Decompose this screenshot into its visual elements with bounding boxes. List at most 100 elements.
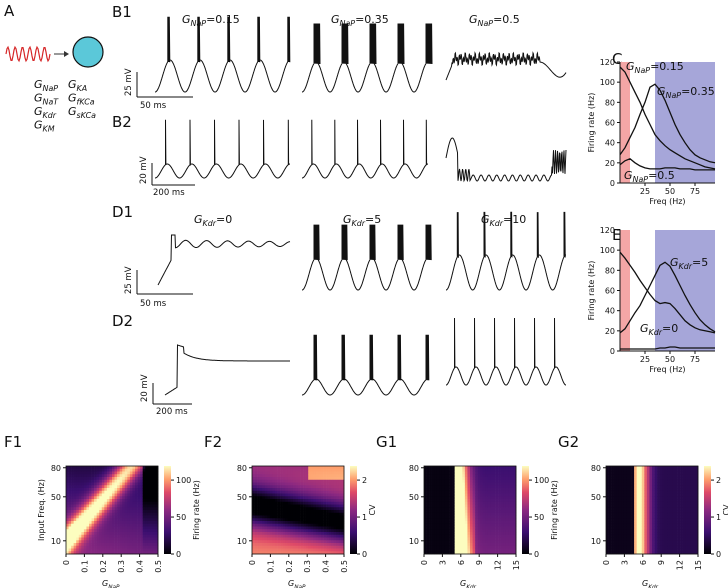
heat-cell: [692, 548, 696, 552]
heat-cell: [91, 479, 95, 483]
heat-cell: [76, 499, 80, 503]
heat-cell: [132, 501, 136, 505]
heat-cell: [462, 490, 466, 494]
heat-cell: [626, 548, 630, 552]
heat-cell: [71, 504, 74, 508]
heat-cell: [91, 501, 95, 505]
heat-cell: [510, 474, 514, 478]
heat-cell: [498, 526, 501, 530]
heat-cell: [150, 512, 154, 516]
heat-cell: [96, 507, 100, 511]
heat-cell: [692, 488, 696, 492]
heat-cell: [282, 521, 286, 525]
heat-cell: [695, 510, 699, 514]
heat-cell: [611, 540, 614, 544]
heat-cell: [621, 490, 625, 494]
heat-cell: [129, 479, 133, 483]
heat-cell: [124, 518, 128, 522]
heat-cell: [109, 499, 113, 503]
heat-cell: [662, 512, 666, 516]
heat-cell: [690, 529, 694, 533]
heat-cell: [89, 482, 92, 486]
heat-cell: [472, 496, 476, 500]
heat-cell: [140, 479, 143, 483]
heat-cell: [646, 543, 650, 547]
heat-cell: [83, 482, 87, 486]
heat-cell: [667, 490, 671, 494]
conductance-kdr: GKdr: [34, 105, 57, 120]
heat-cell: [447, 479, 450, 483]
heat-cell: [654, 518, 658, 522]
heat-cell: [439, 537, 443, 541]
heat-cell: [608, 532, 612, 536]
heat-cell: [449, 501, 453, 505]
heat-cell: [426, 504, 430, 508]
heat-cell: [140, 543, 143, 547]
heat-cell: [482, 501, 486, 505]
heat-cell: [142, 471, 146, 475]
heat-cell: [142, 493, 146, 497]
heat-cell: [677, 515, 681, 519]
d1-title-1-var: G: [194, 213, 203, 226]
heat-cell: [649, 518, 653, 522]
heat-cell: [326, 507, 329, 511]
heat-cell: [292, 537, 296, 541]
heat-cell: [629, 534, 632, 538]
heat-cell: [480, 529, 484, 533]
trace-d1-2: [302, 224, 432, 291]
heat-cell: [510, 518, 514, 522]
heat-cell: [323, 526, 327, 530]
heat-cell: [135, 466, 138, 470]
heat-cell: [152, 537, 156, 541]
heat-cell: [675, 518, 678, 522]
heat-cell: [623, 499, 627, 503]
heat-cell: [140, 551, 143, 555]
heat-cell: [298, 551, 301, 555]
heat-cell: [333, 468, 337, 472]
heat-cell: [475, 504, 478, 508]
heat-cell: [657, 512, 660, 516]
heat-cell: [510, 540, 514, 544]
heat-cell: [129, 543, 133, 547]
heat-cell: [287, 515, 291, 519]
y-tick-label: 10: [591, 537, 601, 546]
heat-cell: [503, 532, 507, 536]
heat-cell: [631, 482, 635, 486]
heat-cell: [282, 468, 286, 472]
heat-cell: [257, 548, 260, 552]
heat-cell: [436, 496, 440, 500]
heat-cell: [277, 518, 281, 522]
heat-cell: [338, 499, 342, 503]
heat-cell: [269, 523, 273, 527]
heat-cell: [631, 507, 635, 511]
heat-cell: [459, 485, 463, 489]
heat-cell: [78, 532, 82, 536]
heat-cell: [331, 471, 335, 475]
conductance-nap-sub: NaP: [43, 84, 59, 93]
heat-cell: [321, 485, 324, 489]
heat-cell: [470, 466, 473, 470]
heat-cell: [682, 510, 686, 514]
heat-cell: [269, 537, 273, 541]
heat-cell: [318, 482, 322, 486]
heat-cell: [99, 537, 103, 541]
x-axis-label: GKdr: [460, 579, 477, 588]
heat-cell: [257, 485, 260, 489]
heat-cell: [282, 510, 286, 514]
y-tick-label: 10: [409, 537, 419, 546]
colorbar: [350, 466, 357, 554]
heat-cell: [71, 479, 74, 483]
heat-cell: [487, 545, 491, 549]
heat-cell: [71, 493, 74, 497]
heat-cell: [654, 534, 658, 538]
heat-cell: [682, 477, 686, 481]
heat-cell: [264, 485, 268, 489]
heat-cell: [338, 466, 342, 470]
heat-cell: [498, 499, 501, 503]
heat-cell: [649, 507, 653, 511]
heat-cell: [96, 532, 100, 536]
heat-cell: [257, 490, 260, 494]
heat-cell: [341, 534, 345, 538]
heat-cell: [78, 507, 82, 511]
heat-cell: [290, 466, 294, 470]
